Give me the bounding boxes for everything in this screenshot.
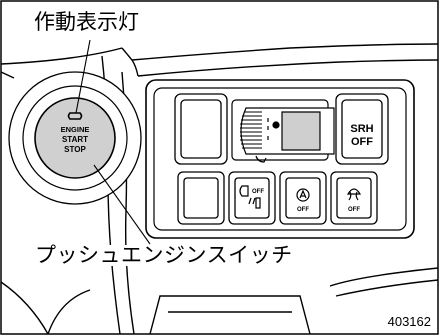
bottom-button-1 — [177, 171, 225, 225]
headlight-off-icon — [239, 185, 261, 209]
vehicle-dynamics-off-label: OFF — [348, 207, 360, 213]
top-left-button — [174, 93, 228, 165]
indicator-light-callout: 作動表示灯 — [31, 12, 142, 33]
srh-off-button — [335, 93, 389, 165]
srh-off-label: OFF — [351, 136, 373, 148]
srh-label: SRH — [350, 123, 373, 135]
start-label: START — [62, 135, 88, 144]
vehicle-dynamics-icon — [346, 188, 362, 201]
engine-switch-housing — [8, 71, 142, 205]
headlight-off-label: OFF — [252, 189, 264, 195]
auto-stop-off-label: OFF — [297, 207, 309, 213]
stop-label: STOP — [64, 145, 86, 154]
indicator-light-icon — [67, 112, 83, 120]
auto-stop-icon — [296, 188, 310, 202]
button-leader-line — [93, 164, 151, 245]
headlight-leveling-dial — [231, 99, 335, 163]
engine-label: ENGINE — [61, 125, 90, 134]
push-button-callout: プッシュエンジンスイッチ — [32, 245, 296, 266]
dashboard-outline — [0, 43, 439, 335]
bottom-button-3 — [279, 171, 327, 225]
bottom-button-4 — [330, 171, 378, 225]
bottom-button-2 — [228, 171, 276, 225]
indicator-leader-line — [75, 39, 91, 114]
figure-number: 403162 — [387, 314, 431, 329]
